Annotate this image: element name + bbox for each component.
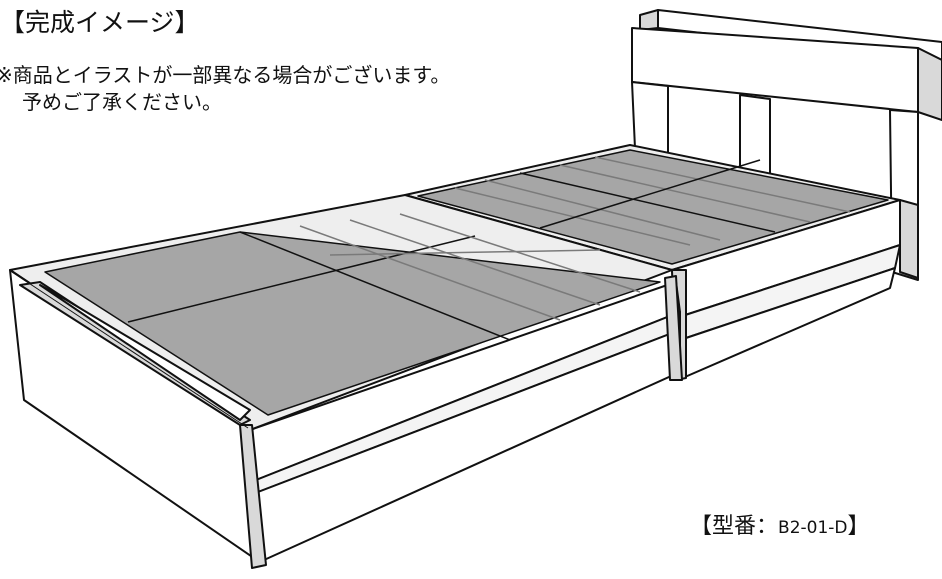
rear-slat-panels [417, 149, 889, 265]
caption-note-line-1: ※商品とイラストが一部異なる場合がございます。 [0, 63, 451, 87]
caption-note: ※商品とイラストが一部異なる場合がございます。 予めご了承ください。 [0, 62, 450, 116]
foot-rail-detail [11, 271, 251, 429]
front-slat-panels [44, 213, 661, 416]
model-bracket-close: 】 [847, 514, 870, 539]
model-bracket-open: 【 [690, 514, 713, 539]
caption-title: 【完成イメージ】 [0, 8, 200, 37]
model-label-text: 型番： [712, 514, 779, 539]
caption-note-line-2: 予めご了承ください。 [22, 90, 222, 114]
model-code: B2-01-D [778, 518, 848, 538]
model-number-label: 【型番：B2-01-D】 [690, 512, 870, 543]
